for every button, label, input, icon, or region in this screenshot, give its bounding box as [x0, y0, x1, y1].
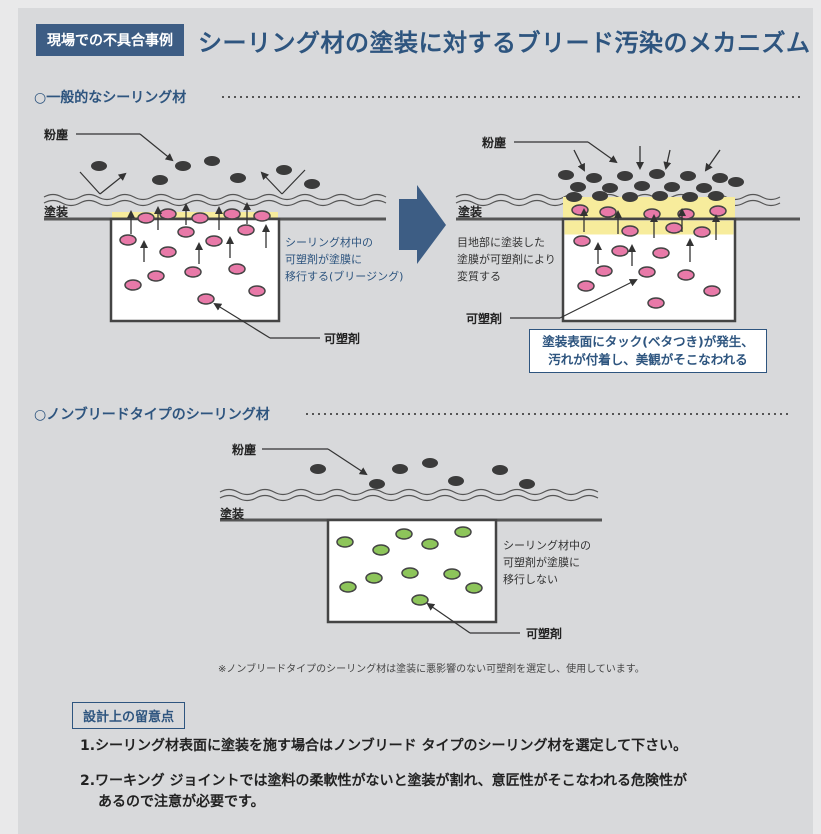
paint-film-overlay [564, 220, 734, 235]
general-left-diagram [43, 133, 387, 339]
header: 現場での不具合事例 シーリング材の塗装に対するブリード汚染のメカニズム [36, 24, 811, 57]
transition-arrow [399, 185, 446, 264]
no-migration-note: シーリング材中の 可塑剤が塗膜に 移行しない [503, 539, 591, 586]
migration-note: シーリング材中の 可塑剤が塗膜に 移行する(ブリージング) [285, 236, 404, 283]
header-tag: 現場での不具合事例 [36, 24, 184, 56]
design-point-2: 2.ワーキング ジョイントでは塗料の柔軟性がないと塗装が割れ、意匠性がそこなわれ… [80, 773, 687, 810]
degradation-note: 目地部に塗装した 塗膜が可塑剤により 変質する [457, 236, 556, 283]
deflect-arrow [281, 169, 306, 195]
dust-label: 粉塵 [232, 443, 257, 457]
air-wave [43, 199, 387, 207]
tack-callout: 塗装表面にタック(ベタつき)が発生、 汚れが付着し、美観がそこなわれる [529, 329, 767, 373]
plasticizer-label: 可塑剤 [324, 332, 361, 346]
nonbleed-diagram [219, 448, 602, 634]
air-wave [219, 488, 599, 496]
dust-particle [91, 161, 107, 171]
dust-pointer [587, 141, 618, 164]
dust-particles [310, 458, 535, 489]
design-notes-title: 設計上の留意点 [72, 702, 186, 729]
deflect-arrow [99, 172, 127, 195]
content-panel [18, 8, 813, 834]
paint-label: 塗装 [458, 205, 483, 219]
dust-pointer [327, 448, 368, 476]
migration-arrows [127, 202, 270, 264]
dust-particle [304, 179, 320, 189]
footnote: ※ノンブリードタイプのシーリング材は塗装に悪影響のない可塑剤を選定し、使用してい… [218, 664, 645, 675]
dust-particle [230, 173, 246, 183]
dust-pointer [139, 133, 174, 162]
plasticizer-particles [119, 208, 271, 305]
deflect-arrow [79, 171, 101, 195]
design-point-1: 1.シーリング材表面に塗装を施す場合はノンブリード タイプのシーリング材を選定し… [80, 738, 688, 754]
dust-particle [175, 161, 191, 171]
plasticizer-pointer [213, 302, 271, 339]
section-title-general: ○一般的なシーリング材 [34, 90, 187, 106]
falling-dust-arrows [573, 146, 721, 172]
dust-particle [204, 156, 220, 166]
dust-particles [558, 169, 744, 202]
paint-label: 塗装 [44, 205, 69, 219]
plasticizer-particles [336, 526, 483, 606]
section-title-nonbleed: ○ノンブリードタイプのシーリング材 [34, 407, 270, 423]
paint-label: 塗装 [220, 507, 245, 521]
page-title: シーリング材の塗装に対するブリード汚染のメカニズム [198, 28, 811, 57]
general-right-diagram [455, 141, 800, 323]
dust-label: 粉塵 [482, 136, 507, 150]
deflect-arrow [260, 171, 283, 195]
plasticizer-pointer [426, 602, 471, 634]
plasticizer-label: 可塑剤 [466, 312, 503, 326]
dust-particle [152, 175, 168, 185]
migration-arrows [580, 208, 720, 266]
dust-label: 粉塵 [44, 128, 69, 142]
plasticizer-label: 可塑剤 [526, 627, 563, 641]
air-wave [219, 494, 599, 502]
air-wave [43, 193, 387, 201]
dust-particle [276, 165, 292, 175]
plasticizer-pointer [559, 279, 638, 319]
